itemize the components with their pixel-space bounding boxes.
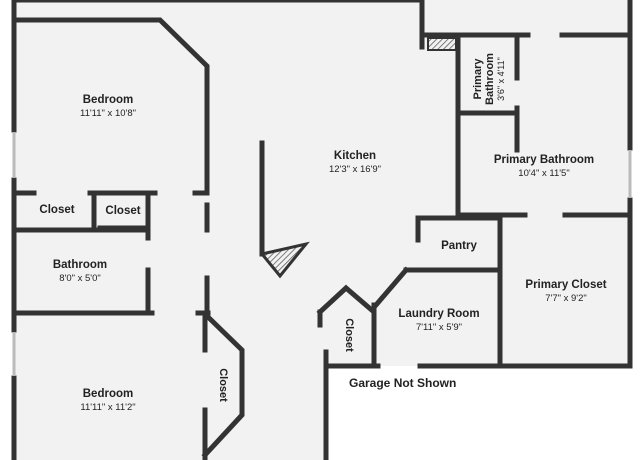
room-name: Closet [105,205,141,217]
room-name: Closet [217,368,229,402]
label-bedroom-bottom: Bedroom 11'11" x 11'2" [58,388,158,413]
room-dims: 7'11" x 5'9" [415,322,463,333]
label-closet-vertical-mid: Closet [341,305,355,365]
room-dims: 10'4" x 11'5" [518,168,570,179]
room-dims: 3'6" x 4'11" [496,57,506,101]
room-dims: 8'0" x 5'0" [59,273,101,284]
windows [12,132,632,376]
fireplace-marker [259,241,310,279]
room-name-line2: Bathroom [484,53,496,105]
label-kitchen: Kitchen 12'3" x 16'9" [305,150,405,175]
shaft-marker [427,37,457,51]
label-closet-left: Closet [24,204,90,216]
label-bathroom: Bathroom 8'0" x 5'0" [30,259,130,284]
room-name: Laundry Room [398,308,480,320]
room-name: Bedroom [82,388,134,400]
room-name: Bedroom [82,94,134,106]
garage-note: Garage Not Shown [349,376,457,390]
room-name: Kitchen [333,150,377,162]
room-dims: 12'3" x 16'9" [328,164,382,175]
label-primary-closet: Primary Closet 7'7" x 9'2" [506,279,626,304]
room-name: Bathroom [52,259,108,271]
room-dims: 7'7" x 9'2" [545,293,587,304]
room-name: Pantry [441,240,477,252]
label-closet-mid: Closet [100,205,146,217]
label-laundry: Laundry Room 7'11" x 5'9" [380,308,498,333]
room-name: Primary Bathroom [493,154,595,166]
room-dims: 11'11" x 10'8" [80,108,136,119]
room-dims: 11'11" x 11'2" [80,402,136,413]
room-name: Primary Closet [525,279,607,291]
label-bedroom-top: Bedroom 11'11" x 10'8" [58,94,158,119]
room-name: Closet [343,318,355,352]
walls [11,0,633,460]
label-primary-bathroom: Primary Bathroom 10'4" x 11'5" [480,154,608,179]
label-pantry: Pantry [420,240,498,252]
label-closet-vertical-bottom: Closet [215,355,229,415]
label-primary-bath-small-2: . Bathroom 3'6" x 4'11" [472,39,506,119]
room-name: Closet [39,204,75,216]
